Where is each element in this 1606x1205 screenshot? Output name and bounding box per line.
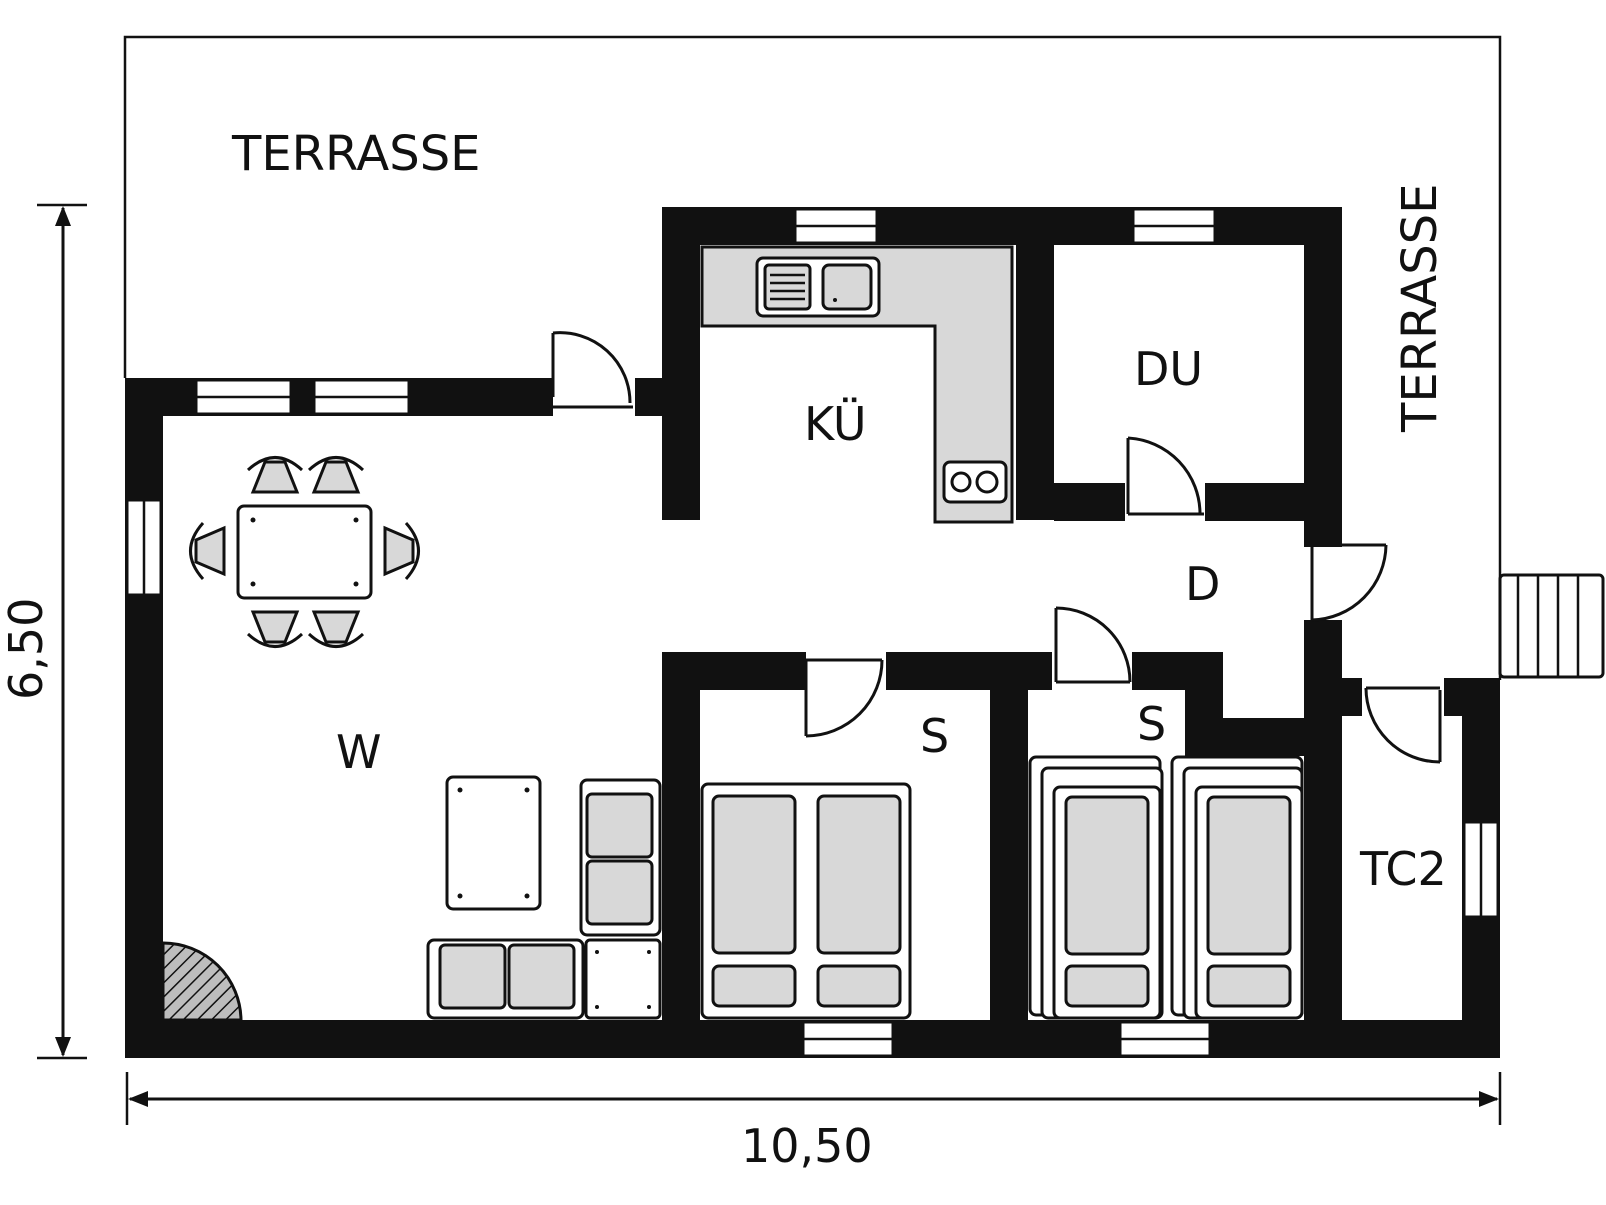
room-labels: TERRASSE TERRASSE KÜ DU D W S S TC2 [231, 126, 1448, 896]
window-living-left [125, 498, 163, 597]
dimension-height: 6,50 [0, 203, 87, 1060]
chair-icon [383, 522, 420, 580]
room-label-toilet: TC2 [1359, 842, 1447, 896]
dining-chairs [189, 456, 420, 648]
room-label-hall: D [1185, 557, 1220, 611]
chair-icon [246, 610, 304, 648]
door-toilet [1362, 678, 1444, 764]
chair-icon [246, 456, 304, 494]
window-living-top-1 [194, 378, 293, 416]
room-label-shower: DU [1134, 342, 1203, 396]
entrance-steps [1498, 573, 1605, 679]
bunk-bed [1028, 755, 1164, 1020]
dining-table [236, 504, 373, 600]
chair-icon [189, 522, 226, 580]
door-bedroom-1 [804, 652, 886, 738]
door-bedroom-2 [1052, 606, 1132, 690]
room-label-living: W [336, 725, 381, 779]
window-living-top-2 [312, 378, 411, 416]
window-toilet [1462, 820, 1500, 919]
door-terrace-living [551, 331, 635, 416]
sink-icon [755, 256, 881, 318]
door-shower [1125, 436, 1205, 521]
room-label-terrace-top: TERRASSE [231, 126, 481, 182]
room-label-bedroom-2: S [1137, 697, 1166, 751]
dimension-label-height: 6,50 [0, 598, 53, 700]
double-bed [700, 782, 912, 1020]
room-label-terrace-right: TERRASSE [1392, 183, 1448, 433]
window-shower [1131, 207, 1217, 245]
windows [125, 207, 1500, 1058]
room-label-bedroom-1: S [920, 709, 949, 763]
window-kitchen [793, 207, 879, 245]
dimension-label-width: 10,50 [741, 1119, 873, 1173]
window-bedroom-2 [1118, 1020, 1212, 1058]
chair-icon [307, 610, 365, 648]
dimension-width: 10,50 [125, 1072, 1502, 1173]
doors [551, 331, 1444, 764]
stove-icon [942, 460, 1008, 504]
door-entrance [1304, 543, 1388, 622]
window-bedroom-1 [801, 1020, 895, 1058]
coffee-table [445, 775, 542, 911]
bunk-bed [1170, 755, 1304, 1020]
kitchen-counter [700, 245, 1014, 524]
fireplace-icon [161, 941, 243, 1022]
terrace-outline [123, 35, 1502, 680]
corner-sofa [426, 778, 662, 1020]
room-label-kitchen: KÜ [804, 397, 867, 451]
chair-icon [307, 456, 365, 494]
